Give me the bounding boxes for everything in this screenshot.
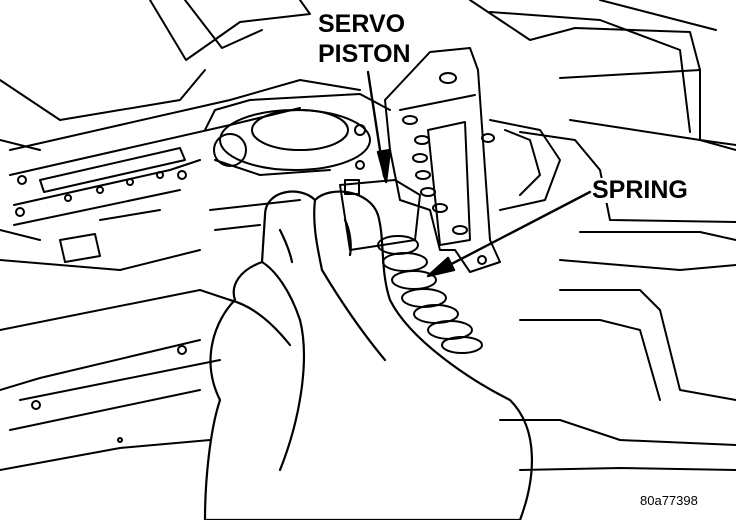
spring-arrowhead (426, 256, 456, 278)
transmission-case (0, 0, 736, 471)
servo-bore (204, 93, 391, 231)
piston-label: PISTON (318, 40, 411, 68)
servo-piston (339, 179, 421, 251)
technician-hands (203, 190, 533, 520)
servo-label: SERVO (318, 10, 406, 38)
left-rail (9, 79, 361, 263)
lower-plate (0, 289, 231, 471)
spring-coil (377, 235, 483, 354)
separator-plate (384, 47, 561, 273)
spring-leader (434, 190, 592, 274)
servo-piston-arrowhead (376, 148, 392, 184)
spring-label: SPRING (592, 176, 688, 204)
figure-id: 80a77398 (640, 493, 698, 508)
leader-arrows (366, 70, 592, 278)
